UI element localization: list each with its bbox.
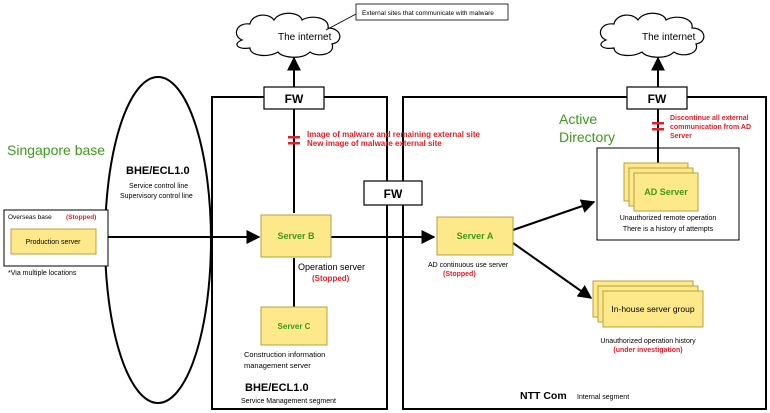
link-server-a-to-ad-server: [512, 199, 596, 231]
discontinue-note-2: communication from AD: [670, 124, 751, 131]
bhe-ecl-network-ellipse: [104, 76, 212, 404]
fw-middle-label: FW: [384, 187, 403, 201]
server-a-box: [436, 216, 514, 256]
internet-cloud-left: [235, 12, 341, 58]
external-sites-note: External sites that communicate with mal…: [362, 10, 494, 17]
server-c-label: Server C: [278, 322, 311, 331]
firewall-top-left: [263, 86, 325, 110]
ad-area-box: [596, 147, 740, 241]
external-sites-note-pointer: [325, 13, 357, 31]
server-a-label: Server A: [457, 231, 494, 241]
ad-server-stack: [623, 162, 699, 212]
bhe-ecl-left-label: BHE/ECL1.0: [126, 165, 190, 177]
internal-segment-label: Internal segment: [577, 394, 629, 401]
unauthorized-history-label: Unauthorized operation history: [600, 338, 696, 345]
overseas-base-label: Overseas base: [8, 214, 52, 221]
ntt-com-label: NTT Com: [520, 390, 567, 402]
bhe-ecl-bottom-label: BHE/ECL1.0: [245, 382, 309, 394]
link-server-a-to-inhouse: [512, 242, 593, 299]
server-b-label: Server B: [277, 231, 315, 241]
server-b-box: [260, 214, 332, 258]
fw-top-left-label: FW: [285, 92, 304, 106]
firewall-middle: [363, 180, 423, 206]
supervisory-control-line-label: Supervisory control line: [120, 193, 193, 200]
construction-info-label-1: Construction information: [244, 350, 325, 359]
external-sites-note-box: [355, 3, 509, 21]
server-c-box: [260, 306, 328, 346]
server-b-stopped-label: (Stopped): [312, 274, 350, 283]
via-multiple-locations-note: *Via multiple locations: [8, 270, 77, 277]
unauthorized-remote-label-2: There is a history of attempts: [623, 226, 714, 233]
discontinue-note-3: Server: [670, 133, 692, 140]
internet-right-label: The internet: [642, 32, 696, 43]
malware-image-note-1: Image of malware and remaining external …: [307, 130, 481, 139]
inhouse-server-stack: [592, 280, 704, 328]
overseas-stopped-label: (Stopped): [66, 214, 96, 221]
malware-image-note-2: New image of malware external site: [307, 139, 442, 148]
under-investigation-label: (under investigation): [613, 347, 682, 354]
ad-continuous-use-label: AD continuous use server: [428, 262, 509, 269]
internal-segment-box: [402, 96, 767, 410]
operation-server-label: Operation server: [298, 262, 365, 272]
service-control-line-label: Service control line: [129, 183, 188, 190]
internet-left-label: The internet: [278, 32, 332, 43]
firewall-top-right: [626, 86, 688, 110]
production-server-label: Production server: [26, 239, 82, 246]
discontinue-note-1: Discontinue all external: [670, 115, 749, 122]
server-a-stopped-label: (Stopped): [443, 271, 476, 278]
construction-info-label-2: management server: [244, 361, 311, 370]
unauthorized-remote-label-1: Unauthorized remote operation: [620, 215, 717, 222]
ad-server-label: AD Server: [644, 187, 688, 197]
service-management-segment-label: Service Management segment: [241, 398, 336, 405]
blocked-mark-left: [288, 136, 300, 145]
active-directory-title-2: Directory: [559, 129, 615, 145]
internet-cloud-right: [599, 12, 705, 58]
blocked-mark-right: [652, 122, 664, 131]
production-server-box: [10, 228, 97, 255]
inhouse-server-group-label: In-house server group: [611, 304, 694, 314]
singapore-base-label: Singapore base: [7, 142, 105, 158]
fw-top-right-label: FW: [648, 92, 667, 106]
active-directory-title-1: Active: [559, 111, 597, 127]
